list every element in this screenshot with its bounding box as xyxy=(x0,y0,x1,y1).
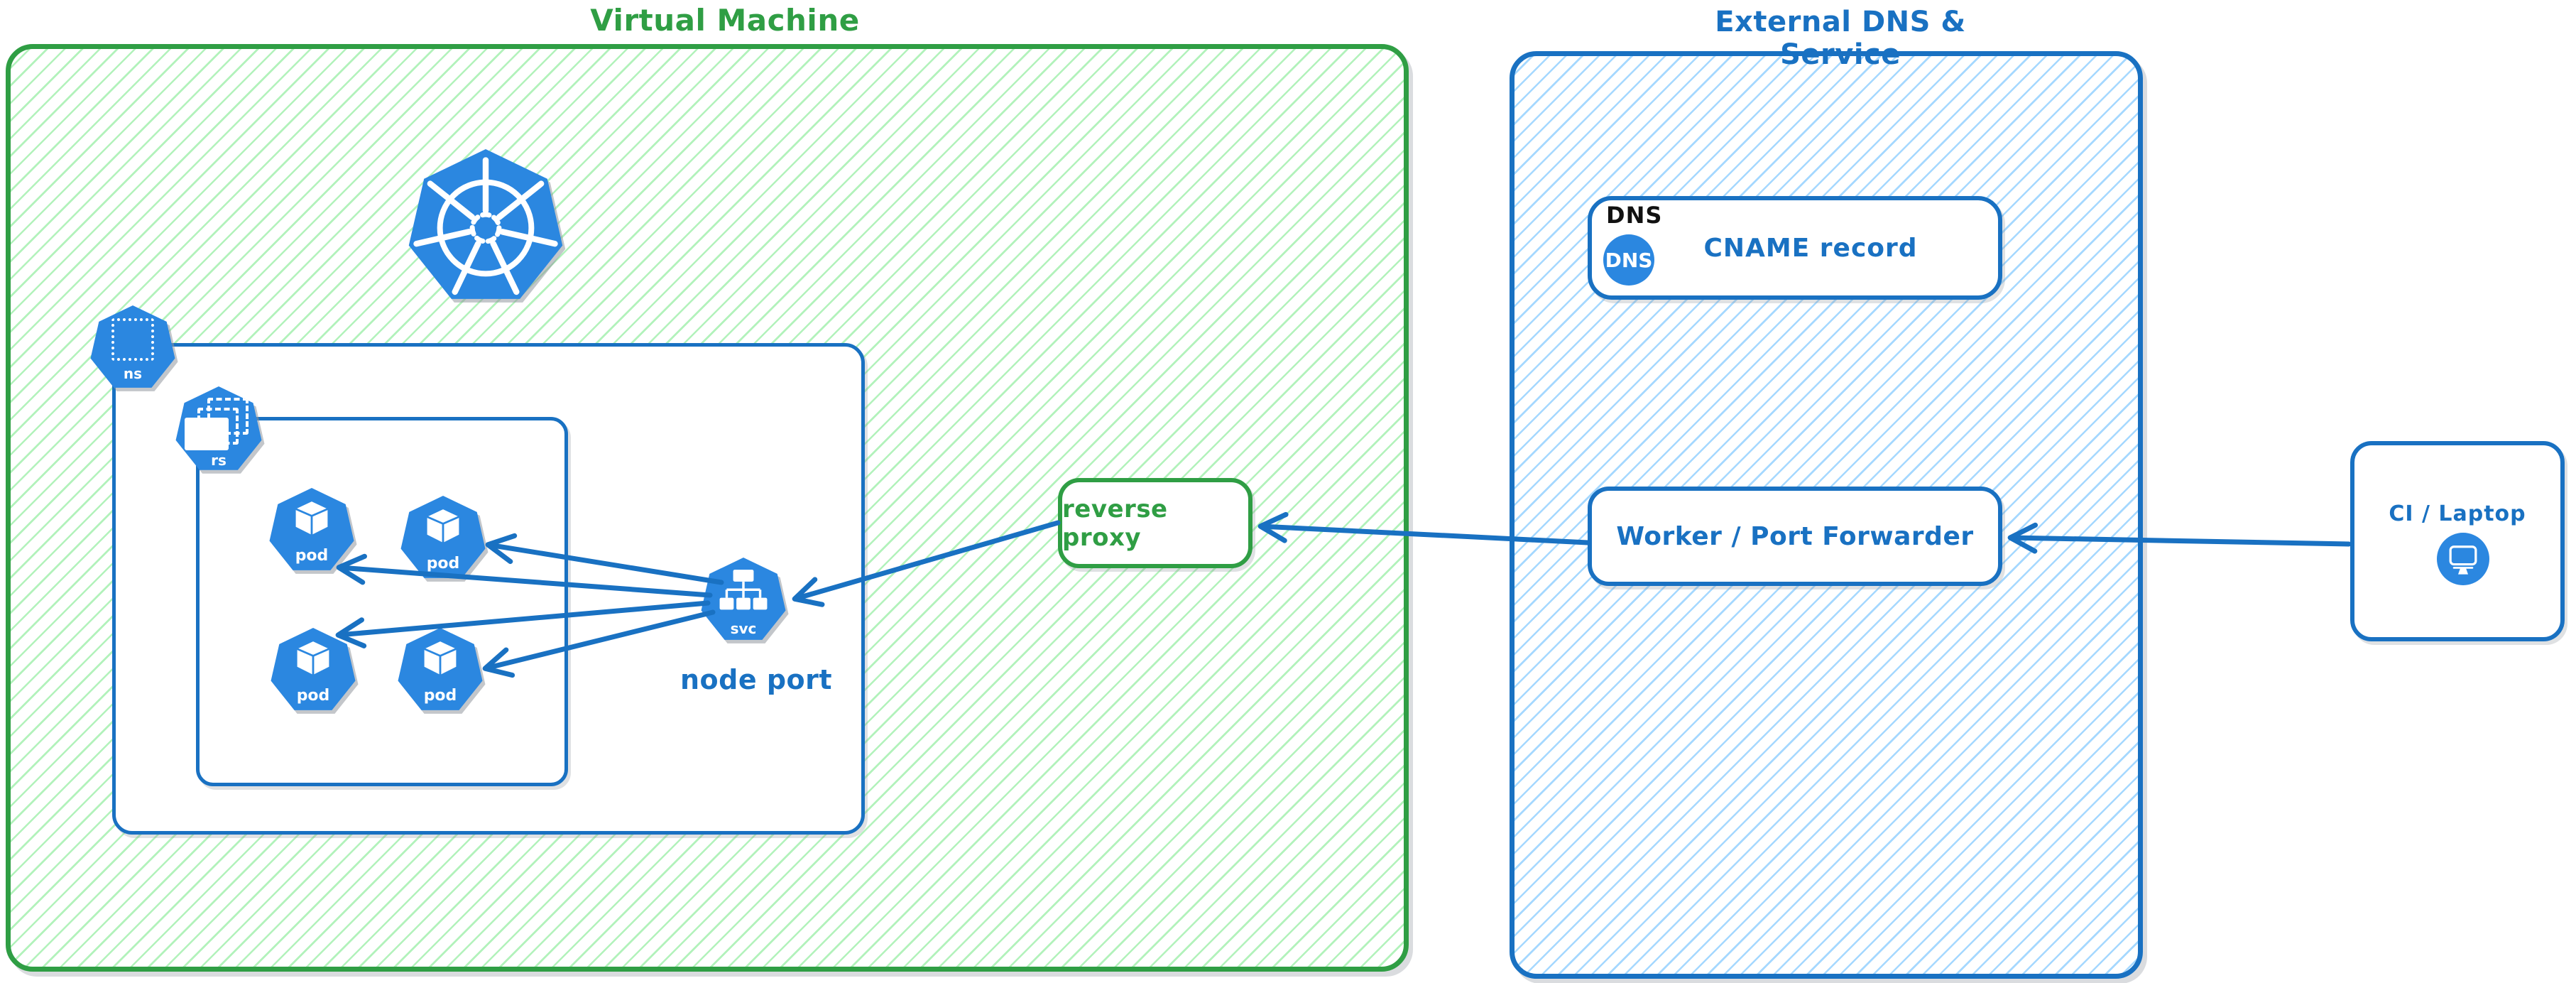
replicaset-icon: rs xyxy=(175,386,263,474)
namespace-dotted-square xyxy=(111,318,154,361)
cname-record-label: CNAME record xyxy=(1703,233,1918,263)
pod-label: pod xyxy=(295,547,329,565)
service-sitemap-glyph xyxy=(719,570,768,610)
service-icon: svc xyxy=(700,558,787,644)
pod-icon-4: pod xyxy=(397,628,484,715)
worker-port-forwarder-box: Worker / Port Forwarder xyxy=(1588,487,2002,586)
pod-cube-glyph xyxy=(297,641,329,675)
monitor-glyph xyxy=(2449,545,2477,575)
namespace-icon-label: ns xyxy=(123,365,143,382)
cname-record-box xyxy=(1588,196,2002,300)
pod-label: pod xyxy=(426,555,460,572)
external-dns-service-title: External DNS & Service xyxy=(1715,6,1966,71)
pod-cube-glyph xyxy=(427,509,459,543)
pod-icon-1: pod xyxy=(268,488,355,575)
pod-cube-glyph xyxy=(295,501,328,535)
namespace-icon: ns xyxy=(89,305,176,392)
dns-icon-text: DNS xyxy=(1605,248,1653,272)
service-icon-label: svc xyxy=(730,620,757,637)
dns-tag: DNS xyxy=(1606,202,1663,229)
ci-laptop-box xyxy=(2350,441,2565,641)
pod-cube-glyph xyxy=(424,641,457,675)
dns-icon: DNS xyxy=(1603,234,1654,286)
ci-laptop-label: CI / Laptop xyxy=(2389,501,2526,526)
kubernetes-helm-wheel xyxy=(413,157,558,295)
kubernetes-logo-icon xyxy=(407,149,564,307)
pod-label: pod xyxy=(296,687,330,705)
pod-icon-3: pod xyxy=(270,628,356,715)
pod-label: pod xyxy=(423,687,457,705)
monitor-icon xyxy=(2437,533,2489,585)
virtual-machine-title: Virtual Machine xyxy=(590,3,860,38)
replicaset-icon-label: rs xyxy=(211,452,227,469)
node-port-caption: node port xyxy=(680,664,833,695)
reverse-proxy-label: reverse proxy xyxy=(1062,494,1168,552)
worker-port-forwarder-label: Worker / Port Forwarder xyxy=(1616,521,1974,551)
pod-icon-2: pod xyxy=(400,496,486,582)
replicaset-solid-square xyxy=(185,418,229,450)
reverse-proxy-box: reverse proxy xyxy=(1058,478,1252,568)
